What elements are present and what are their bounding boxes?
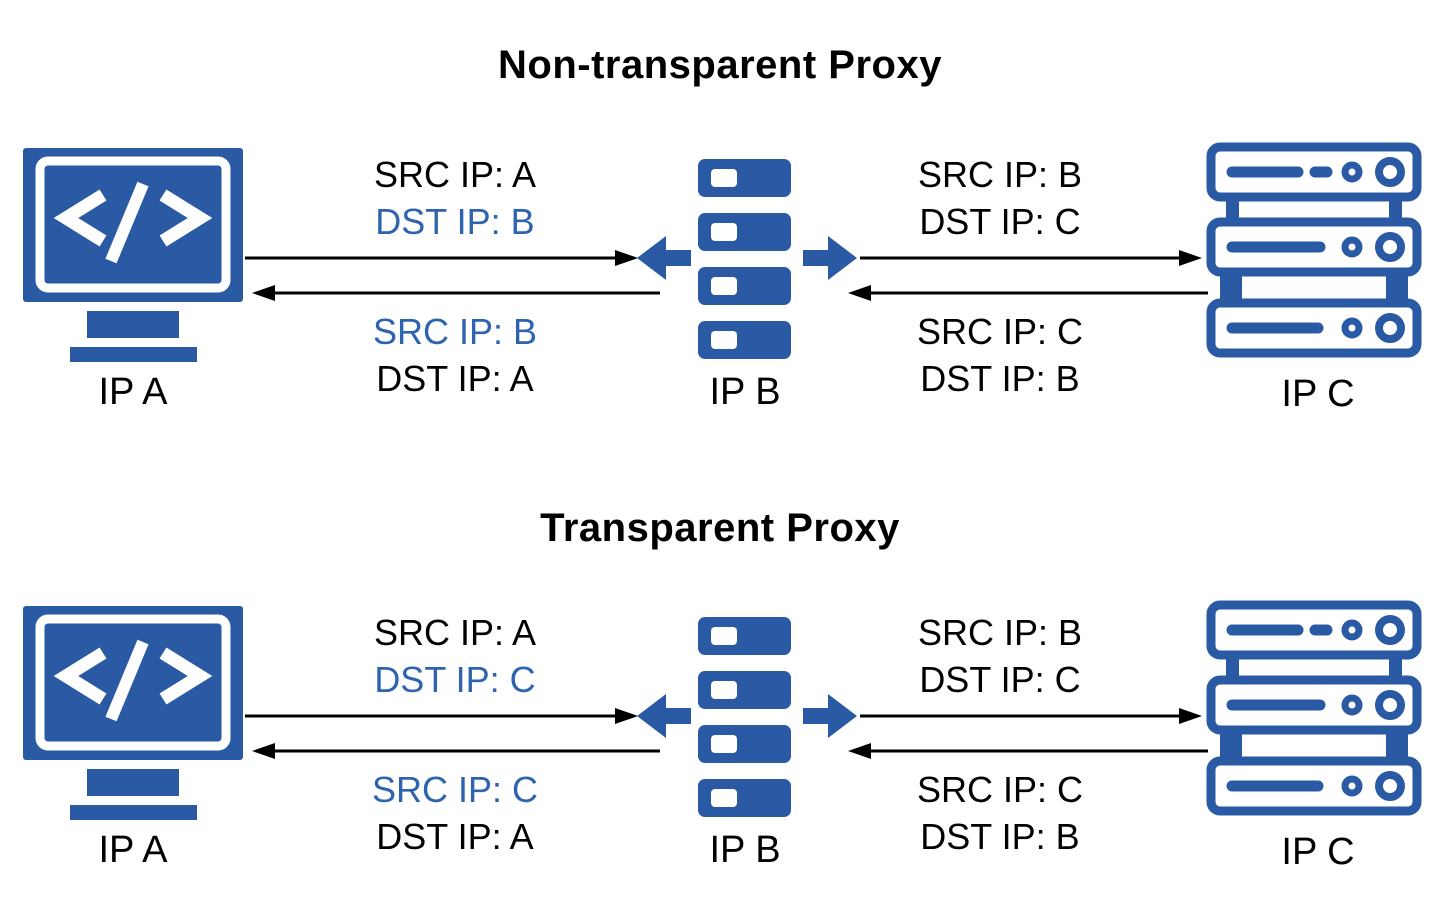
packet-label: DST IP: B [920, 816, 1080, 857]
server-stack-icon [698, 159, 791, 359]
thin-arrow-right-icon [245, 708, 638, 724]
client-node [23, 606, 243, 821]
diagram-title: Non-transparent Proxy [498, 43, 942, 87]
client-to-proxy-arrow [245, 249, 638, 267]
proxy-client-response-labels: SRC IP: C DST IP: A [255, 766, 655, 860]
proxy-to-server-arrow [860, 249, 1202, 267]
server-ip-label: IP C [1281, 831, 1355, 873]
thin-arrow-left-icon [848, 285, 1208, 301]
thick-arrow-left-icon [637, 694, 691, 738]
thin-arrow-left-icon [848, 743, 1208, 759]
packet-label: DST IP: C [919, 659, 1081, 700]
proxy-to-client-arrow [252, 742, 660, 760]
server-proxy-response-labels: SRC IP: C DST IP: B [800, 308, 1200, 402]
server-to-proxy-arrow [848, 742, 1208, 760]
proxy-node [698, 617, 791, 817]
thick-arrow-right-icon [803, 236, 857, 280]
thin-arrow-right-icon [245, 250, 638, 266]
client-ip-label: IP A [98, 829, 168, 871]
server-ip-label: IP C [1281, 373, 1355, 415]
proxy-client-response-labels: SRC IP: B DST IP: A [255, 308, 655, 402]
packet-label: SRC IP: A [373, 612, 537, 653]
server-rack-icon [1206, 142, 1422, 358]
proxy-node [698, 159, 791, 359]
proxy-server-request-labels: SRC IP: B DST IP: C [800, 609, 1200, 703]
packet-label: SRC IP: A [373, 154, 537, 195]
server-stack-icon [698, 617, 791, 817]
thin-arrow-right-icon [860, 708, 1202, 724]
packet-label: DST IP: B [375, 201, 535, 242]
server-rack-icon [1206, 600, 1422, 816]
packet-label: SRC IP: C [371, 769, 539, 810]
packet-label: SRC IP: C [916, 769, 1084, 810]
thick-arrow-right-icon [803, 694, 857, 738]
code-monitor-icon [23, 148, 243, 362]
proxy-ip-label: IP B [709, 371, 781, 413]
diagram-title: Transparent Proxy [540, 506, 900, 550]
proxy-thick-arrow-left [637, 694, 691, 738]
client-ip-label: IP A [98, 371, 168, 413]
proxy-thick-arrow-right [803, 694, 857, 738]
proxy-thick-arrow-left [637, 236, 691, 280]
proxy-thick-arrow-right [803, 236, 857, 280]
thin-arrow-left-icon [252, 285, 660, 301]
client-proxy-request-labels: SRC IP: A DST IP: B [255, 151, 655, 245]
proxy-to-server-arrow [860, 707, 1202, 725]
client-proxy-request-labels: SRC IP: A DST IP: C [255, 609, 655, 703]
client-to-proxy-arrow [245, 707, 638, 725]
packet-label: SRC IP: B [917, 612, 1083, 653]
packet-label: SRC IP: B [372, 311, 538, 352]
server-to-proxy-arrow [848, 284, 1208, 302]
proxy-to-client-arrow [252, 284, 660, 302]
server-proxy-response-labels: SRC IP: C DST IP: B [800, 766, 1200, 860]
packet-label: DST IP: B [920, 358, 1080, 399]
packet-label: SRC IP: C [916, 311, 1084, 352]
diagram-non-transparent-proxy: Non-transparent Proxy IP A IP B [23, 43, 1422, 415]
code-monitor-icon [23, 606, 243, 820]
thin-arrow-right-icon [860, 250, 1202, 266]
client-node [23, 148, 243, 363]
diagram-transparent-proxy: Transparent Proxy IP A IP B [0, 458, 1440, 916]
packet-label: DST IP: C [374, 659, 536, 700]
proxy-ip-label: IP B [709, 829, 781, 871]
thick-arrow-left-icon [637, 236, 691, 280]
packet-label: DST IP: A [376, 816, 534, 857]
packet-label: DST IP: A [376, 358, 534, 399]
server-node [1206, 600, 1422, 816]
packet-label: SRC IP: B [917, 154, 1083, 195]
proxy-server-request-labels: SRC IP: B DST IP: C [800, 151, 1200, 245]
server-node [1206, 142, 1422, 358]
packet-label: DST IP: C [919, 201, 1081, 242]
thin-arrow-left-icon [252, 743, 660, 759]
